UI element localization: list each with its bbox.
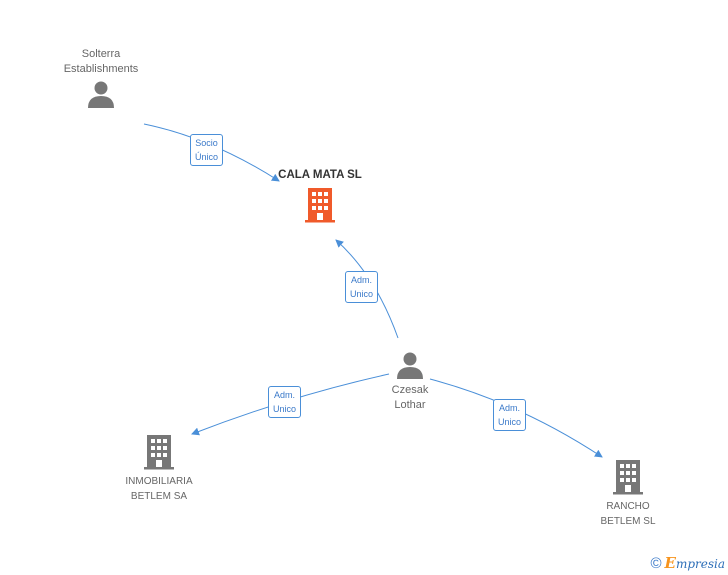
copyright-icon: ©: [650, 554, 662, 572]
node-label: RANCHO BETLEM SL: [600, 501, 656, 527]
edge-label-socio-unico[interactable]: Socio Único: [190, 134, 224, 166]
edge-label-adm-unico-inmobiliaria[interactable]: Adm. Unico: [268, 386, 302, 418]
building-icon: [305, 188, 335, 223]
node-solterra-establishments[interactable]: Solterra Establishments: [46, 47, 156, 109]
node-label: Czesak Lothar: [391, 384, 429, 411]
node-rancho-betlem-sl[interactable]: RANCHO BETLEM SL: [573, 459, 683, 529]
building-icon: [613, 460, 643, 495]
person-icon: [88, 81, 114, 108]
node-cala-mata-sl[interactable]: CALA MATA SL: [265, 168, 375, 223]
building-icon: [144, 435, 174, 470]
edge-label-adm-unico-cala[interactable]: Adm. Unico: [345, 271, 379, 303]
node-inmobiliaria-betlem-sa[interactable]: INMOBILIARIA BETLEM SA: [104, 434, 214, 504]
node-label: CALA MATA SL: [278, 169, 362, 181]
edge-label-adm-unico-rancho[interactable]: Adm. Unico: [493, 399, 527, 431]
brand-footer: © Empresia: [650, 554, 725, 572]
node-label: INMOBILIARIA BETLEM SA: [125, 476, 193, 502]
person-icon: [397, 352, 423, 379]
brand-logo: Empresia: [664, 554, 726, 572]
node-czesak-lothar[interactable]: Czesak Lothar: [370, 350, 450, 413]
node-label: Solterra Establishments: [63, 48, 139, 75]
